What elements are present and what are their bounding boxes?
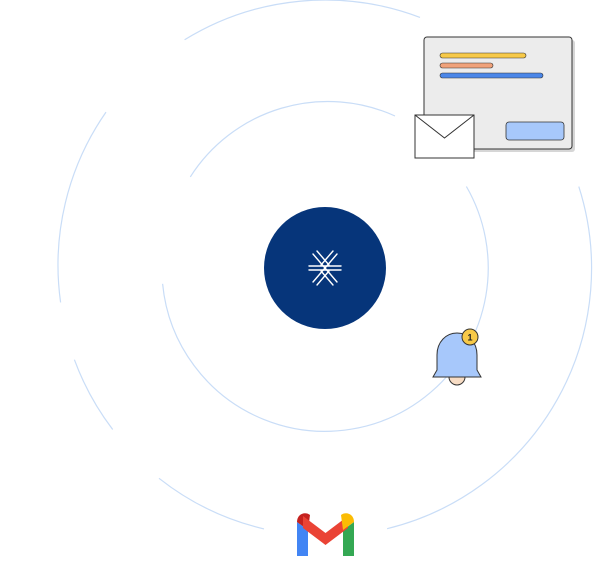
bell-clapper xyxy=(448,376,466,386)
inner-orbit-arc-1 xyxy=(189,100,396,178)
bell-icon: 1 xyxy=(432,328,482,386)
envelope-icon xyxy=(414,114,475,159)
card-line-yellow xyxy=(439,52,527,59)
outer-orbit-arc-2 xyxy=(386,186,593,530)
snowflake-icon xyxy=(308,250,342,286)
notification-badge-count: 1 xyxy=(467,333,472,343)
gmail-icon xyxy=(297,513,354,556)
orbit-rings xyxy=(57,0,593,530)
card-line-orange xyxy=(439,62,494,69)
central-hub xyxy=(264,207,386,329)
message-card-icon xyxy=(414,36,575,159)
outer-orbit-arc-1 xyxy=(184,0,421,41)
outer-orbit-arc-4 xyxy=(73,359,114,430)
outer-orbit-arc-3 xyxy=(158,477,265,530)
card-button xyxy=(505,121,565,141)
outer-orbit-arc-5 xyxy=(57,111,107,303)
card-line-blue xyxy=(439,72,544,79)
inner-orbit-arc-3 xyxy=(162,283,432,432)
notification-badge: 1 xyxy=(461,328,479,346)
